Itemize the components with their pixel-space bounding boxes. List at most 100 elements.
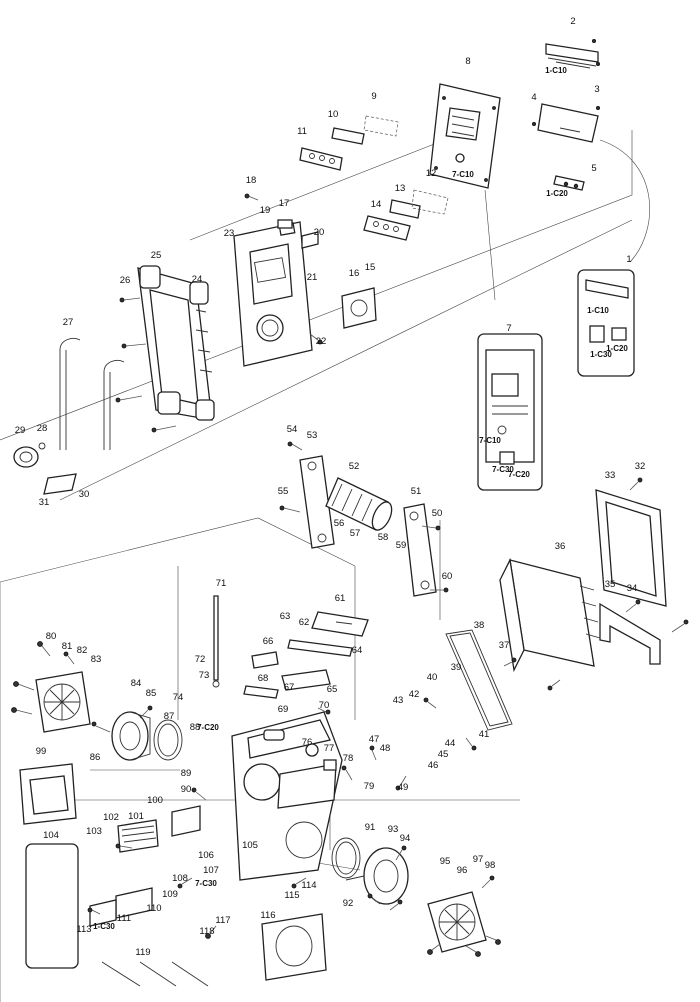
- sub-assembly-label: 7-C10: [479, 436, 501, 445]
- part-14-connector: [363, 215, 411, 241]
- part-number-label: 89: [181, 768, 192, 779]
- part-number-label: 81: [62, 641, 73, 652]
- part-number-label: 54: [287, 424, 298, 435]
- screws: [11, 193, 689, 957]
- part-51-bar: [403, 503, 437, 597]
- part-number-label: 66: [263, 636, 274, 647]
- part-number-label: 115: [284, 890, 299, 901]
- part-number-label: 30: [79, 489, 90, 500]
- part-number-label: 40: [427, 672, 438, 683]
- part-number-label: 59: [396, 540, 407, 551]
- part-number-label: 74: [173, 692, 184, 703]
- part-number-label: 99: [36, 746, 47, 757]
- part-number-label: 2: [570, 16, 575, 27]
- part-77-clip: [323, 759, 337, 771]
- part-10-board: [331, 115, 399, 145]
- part-number-label: 100: [147, 795, 163, 806]
- part-number-label: 63: [280, 611, 291, 622]
- part-number-label: 1: [626, 254, 631, 265]
- part-number-label: 86: [90, 752, 101, 763]
- sub-assembly-label: 1-C20: [546, 189, 568, 198]
- part-number-label: 102: [103, 812, 119, 823]
- sub-assembly-label: 1-C30: [590, 350, 612, 359]
- part-number-label: 24: [192, 274, 203, 285]
- part-number-label: 106: [198, 850, 214, 861]
- part-2-bracket: [545, 39, 601, 69]
- part-number-label: 92: [343, 898, 354, 909]
- part-number-label: 26: [120, 275, 131, 286]
- part-number-label: 73: [199, 670, 210, 681]
- part-38-gasket: [445, 629, 513, 731]
- part-number-label: 82: [77, 645, 88, 656]
- part-number-label: 103: [86, 826, 102, 837]
- part-80-grille-left: [35, 671, 91, 733]
- part-number-label: 90: [181, 784, 192, 795]
- part-number-label: 10: [328, 109, 339, 120]
- part-35-u-bracket: [599, 602, 661, 665]
- sub-assembly-label: 7-C20: [197, 723, 219, 732]
- part-76-jack: [305, 743, 319, 757]
- part-number-label: 20: [314, 227, 325, 238]
- part-number-label: 18: [246, 175, 257, 186]
- part-number-label: 110: [146, 903, 161, 914]
- part-number-label: 8: [465, 56, 470, 67]
- part-number-label: 64: [352, 645, 363, 656]
- part-number-label: 109: [162, 889, 178, 900]
- guide-lines: [0, 129, 650, 1002]
- part-number-label: 98: [485, 860, 496, 871]
- part-11-switch-bar: [299, 147, 343, 171]
- part-92-speaker-right: [345, 847, 409, 905]
- part-1-pcb-panel: [577, 269, 635, 377]
- part-number-label: 111: [117, 913, 131, 924]
- part-number-label: 33: [605, 470, 616, 481]
- sub-assembly-label: 1-C30: [93, 922, 115, 931]
- part-68-board: [243, 685, 279, 699]
- part-number-label: 15: [365, 262, 376, 273]
- part-number-labels: 21-C103451-C2087-C1091011121314151617181…: [15, 16, 646, 958]
- part-number-label: 13: [395, 183, 406, 194]
- part-number-label: 4: [531, 92, 536, 103]
- part-number-label: 79: [364, 781, 375, 792]
- part-number-label: 12: [426, 168, 437, 179]
- part-104-gasket: [25, 843, 79, 969]
- part-number-label: 5: [591, 163, 596, 174]
- part-number-label: 85: [146, 688, 157, 699]
- part-30-bracket: [43, 473, 77, 495]
- part-number-label: 83: [91, 654, 102, 665]
- part-36-battery-cover: [499, 557, 601, 673]
- part-7-pcb-panel: [477, 333, 543, 491]
- part-16-plate: [341, 287, 377, 329]
- part-number-label: 68: [258, 673, 269, 684]
- part-number-label: 14: [371, 199, 382, 210]
- part-4-pcb: [532, 103, 601, 143]
- part-number-label: 50: [432, 508, 443, 519]
- part-number-label: 52: [349, 461, 360, 472]
- part-number-label: 118: [199, 926, 214, 937]
- part-number-label: 108: [172, 873, 188, 884]
- part-number-label: 71: [216, 578, 227, 589]
- part-87-ring-left: [153, 719, 183, 761]
- part-13-board: [389, 189, 449, 219]
- part-number-label: 32: [635, 461, 646, 472]
- part-number-label: 104: [43, 830, 59, 841]
- part-66-board: [251, 651, 279, 669]
- part-19-front-panel: [233, 221, 313, 367]
- part-number-label: 119: [135, 947, 150, 958]
- part-number-label: 69: [278, 704, 289, 715]
- part-number-label: 49: [398, 782, 409, 793]
- part-number-label: 58: [378, 532, 389, 543]
- part-119-rods: [101, 961, 209, 987]
- part-number-label: 93: [388, 824, 399, 835]
- part-number-label: 19: [260, 205, 271, 216]
- part-number-label: 60: [442, 571, 453, 582]
- part-91-ring-right: [331, 837, 361, 879]
- part-29-knob: [13, 442, 46, 468]
- part-number-label: 39: [451, 662, 462, 673]
- sub-assembly-label: 1-C10: [545, 66, 567, 75]
- part-number-label: 88: [190, 722, 201, 733]
- part-5-bracket: [553, 175, 585, 191]
- part-number-label: 21: [307, 272, 318, 283]
- part-number-label: 7: [506, 323, 511, 334]
- part-number-label: 77: [324, 743, 335, 754]
- part-number-label: 16: [349, 268, 360, 279]
